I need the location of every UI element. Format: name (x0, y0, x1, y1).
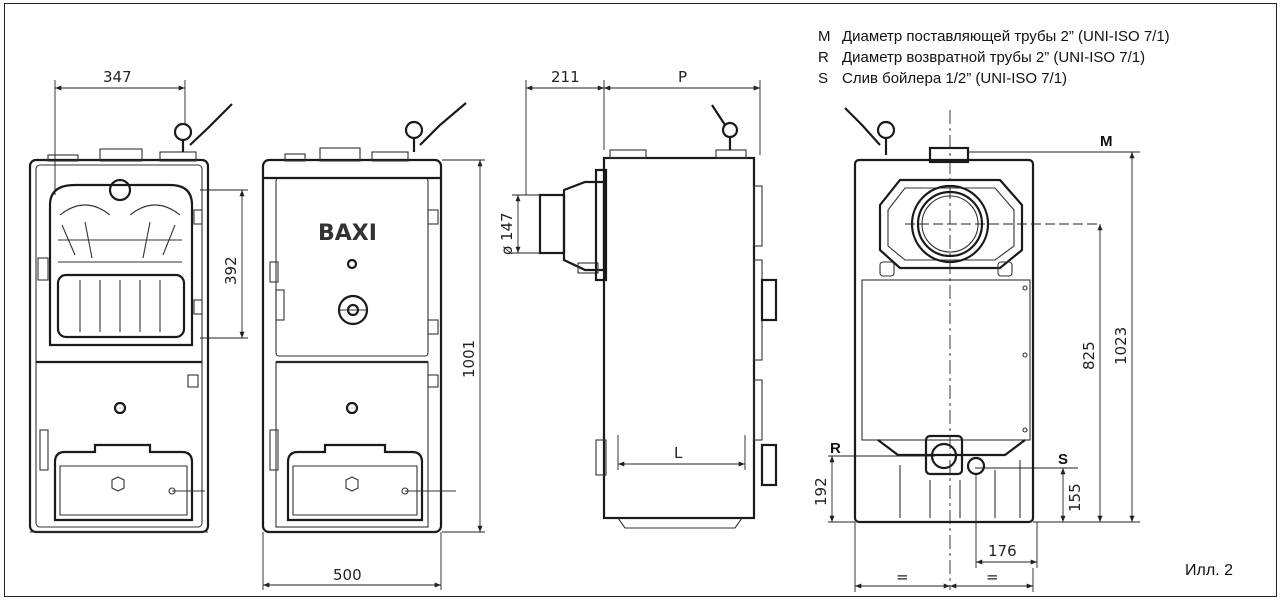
dim-label-l: L (674, 444, 683, 462)
dim-label-347: 347 (103, 68, 132, 86)
dim-label-flue-diameter: ø 147 (498, 212, 516, 255)
dim-label-equal-right: = (986, 568, 999, 586)
connection-label-m: M (1100, 133, 1113, 150)
legend-row-r: R Диаметр возвратной трубы 2” (UNI-ISO 7/… (818, 47, 1170, 68)
dimension-flue-diameter: ø 147 (498, 194, 540, 255)
legend-key: S (818, 70, 829, 87)
dimension-width-500: 500 (262, 532, 442, 590)
dimension-offset-176: 176 (975, 474, 1038, 568)
front-view-open-doors (28, 103, 233, 534)
dim-label-392: 392 (222, 256, 240, 285)
dim-label-1001: 1001 (460, 340, 478, 378)
dimension-height-192: 192 (812, 456, 855, 523)
dim-label-500: 500 (333, 566, 362, 584)
dim-label-211: 211 (551, 68, 580, 86)
dim-label-176: 176 (988, 542, 1017, 560)
dimension-length-l: L (617, 435, 746, 470)
front-view-closed-doors: BAXI (261, 102, 467, 534)
dim-label-equal-left: = (896, 568, 909, 586)
legend: M Диаметр поставляющей трубы 2” (UNI-ISO … (818, 26, 1170, 89)
dimension-height-1001: 1001 (442, 159, 485, 533)
legend-key: R (818, 49, 829, 66)
brand-logo: BAXI (318, 221, 377, 246)
dimension-width-347: 347 (54, 68, 186, 195)
dim-label-192: 192 (812, 477, 830, 506)
dim-label-155: 155 (1066, 483, 1084, 512)
dim-label-825: 825 (1080, 341, 1098, 370)
dim-label-1023: 1023 (1112, 327, 1130, 365)
side-view (538, 104, 778, 529)
dimension-door-392: 392 (200, 189, 248, 339)
dimension-height-155: 155 (1033, 468, 1084, 523)
legend-text: Диаметр поставляющей трубы 2” (UNI-ISO 7… (842, 28, 1170, 45)
rear-view (844, 107, 1100, 590)
legend-text: Слив бойлера 1/2” (UNI-ISO 7/1) (842, 70, 1068, 87)
legend-row-m: M Диаметр поставляющей трубы 2” (UNI-ISO … (818, 26, 1170, 47)
legend-row-s: S Слив бойлера 1/2” (UNI-ISO 7/1) (818, 68, 1170, 89)
dimension-flue-offset-211: 211 (525, 68, 761, 195)
connection-label-r: R (830, 440, 841, 457)
legend-text: Диаметр возвратной трубы 2” (UNI-ISO 7/1… (842, 49, 1146, 66)
drawing-frame (4, 3, 1277, 597)
figure-label: Илл. 2 (1185, 562, 1233, 579)
dimension-equal-halves: = = (854, 522, 1034, 592)
dimension-height-825: 825 (1080, 224, 1103, 522)
dimension-depth-p: P (604, 68, 760, 91)
dimension-height-1023: 1023 (1033, 152, 1140, 523)
connection-label-s: S (1058, 451, 1068, 468)
dim-label-p: P (678, 68, 687, 86)
legend-key: M (818, 28, 831, 45)
